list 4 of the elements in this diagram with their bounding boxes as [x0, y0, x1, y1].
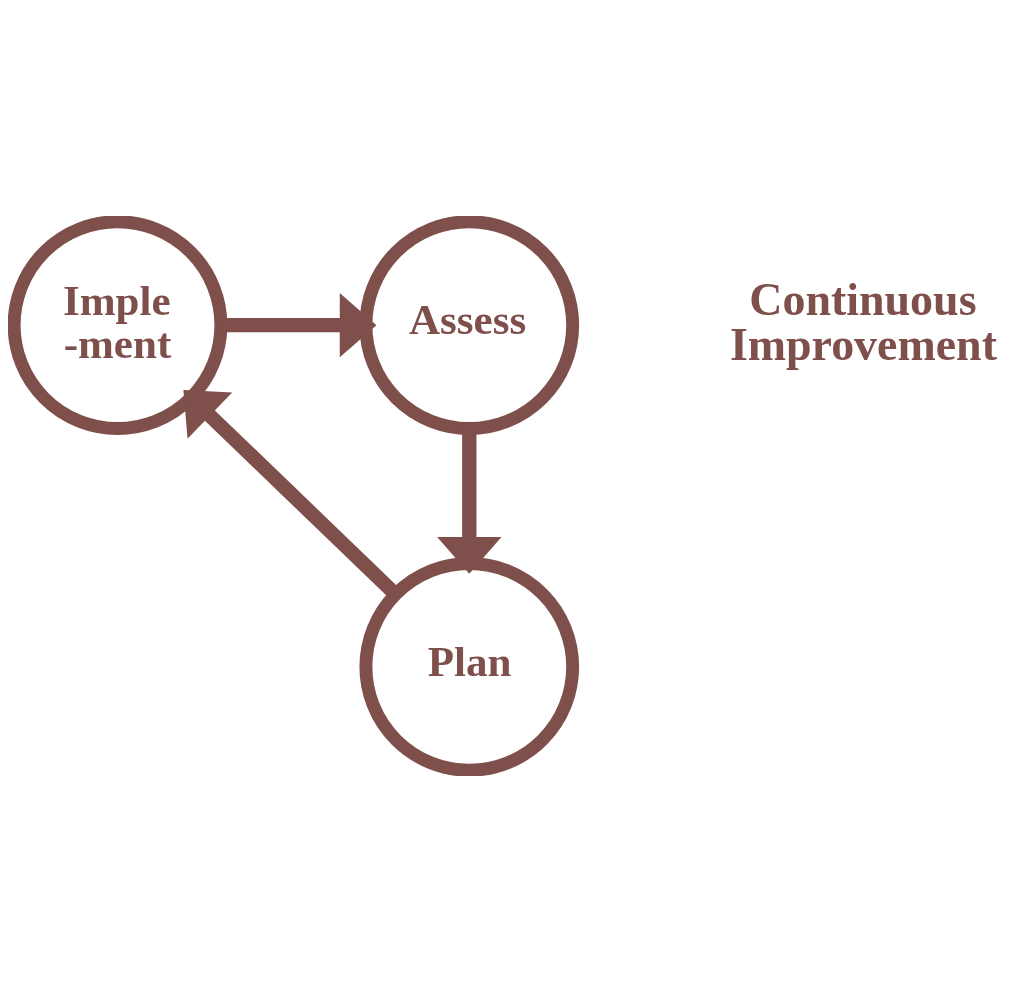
node-circle: Assess [359, 215, 580, 435]
node-circle: Plan [359, 556, 580, 776]
label: Continuous Improvement [729, 273, 997, 370]
node-circle: Imple -ment [8, 215, 228, 435]
